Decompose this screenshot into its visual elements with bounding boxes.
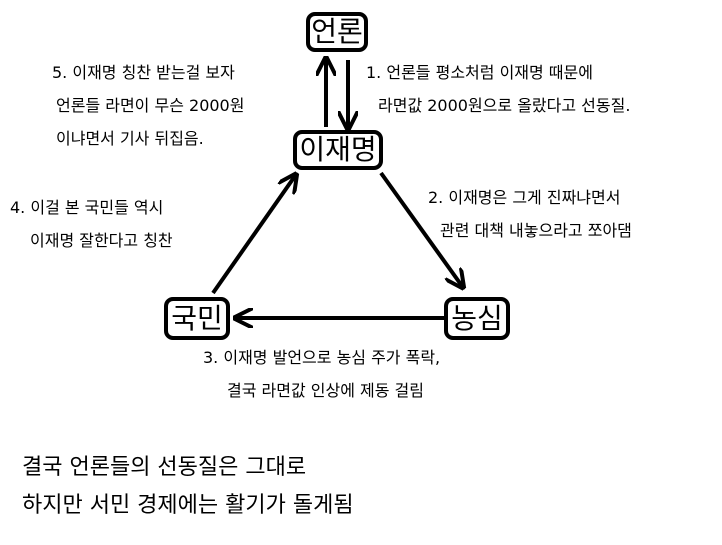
step-2-line-2: 관련 대책 내놓으라고 쪼아댐 [440, 221, 632, 240]
summary-text: 결국 언론들의 선동질은 그대로 하지만 서민 경제에는 활기가 돌게됨 [22, 449, 354, 525]
node-citizens-label: 국민 [171, 301, 223, 335]
node-citizens: 국민 [164, 297, 230, 340]
arrow-citizens-to-lee [211, 176, 295, 295]
step-note-1: 1. 언론들 평소처럼 이재명 때문에 라면값 2000원으로 올랐다고 선동질… [366, 56, 630, 122]
arrow-lee-to-nongshim [379, 171, 462, 286]
node-media-label: 언론 [311, 15, 363, 48]
node-lee: 이재명 [293, 130, 383, 170]
summary-line-1: 결국 언론들의 선동질은 그대로 [22, 455, 307, 480]
step-note-2: 2. 이재명은 그게 진짜냐면서 관련 대책 내놓으라고 쪼아댐 [428, 181, 632, 247]
node-media: 언론 [306, 12, 368, 52]
step-4-line-1: 4. 이걸 본 국민들 역시 [10, 198, 164, 217]
step-5-line-1: 5. 이재명 칭찬 받는걸 보자 [52, 63, 235, 82]
step-2-line-1: 2. 이재명은 그게 진짜냐면서 [428, 188, 621, 207]
step-3-line-1: 3. 이재명 발언으로 농심 주가 폭락, [203, 348, 441, 367]
step-1-line-2: 라면값 2000원으로 올랐다고 선동질. [378, 96, 631, 115]
summary-line-2: 하지만 서민 경제에는 활기가 돌게됨 [22, 493, 354, 518]
step-5-line-3: 이냐면서 기사 뒤집음. [56, 129, 204, 148]
step-note-5: 5. 이재명 칭찬 받는걸 보자 언론들 라면이 무슨 2000원 이냐면서 기… [52, 56, 244, 155]
step-1-line-1: 1. 언론들 평소처럼 이재명 때문에 [366, 63, 593, 82]
node-lee-label: 이재명 [299, 133, 377, 166]
step-note-4: 4. 이걸 본 국민들 역시 이재명 잘한다고 칭찬 [10, 191, 173, 257]
step-note-3: 3. 이재명 발언으로 농심 주가 폭락, 결국 라면값 인상에 제동 걸림 [203, 341, 440, 407]
step-3-line-2: 결국 라면값 인상에 제동 걸림 [227, 381, 424, 400]
step-5-line-2: 언론들 라면이 무슨 2000원 [56, 96, 245, 115]
node-nongshim: 농심 [444, 297, 510, 340]
step-4-line-2: 이재명 잘한다고 칭찬 [30, 231, 173, 250]
node-nongshim-label: 농심 [451, 301, 503, 335]
